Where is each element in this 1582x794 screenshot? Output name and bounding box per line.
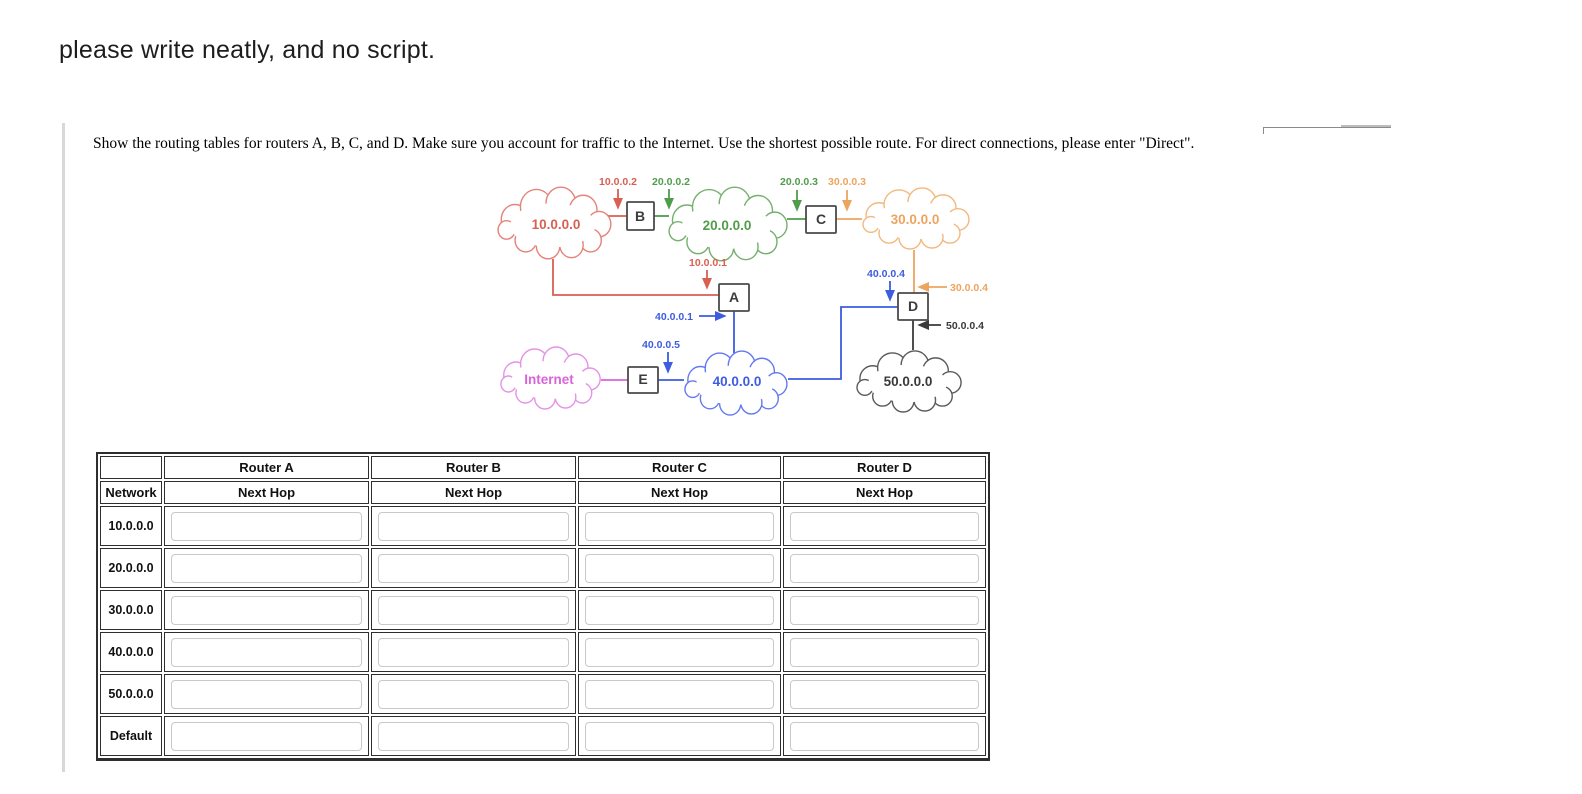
network-diagram: 10.0.0.0 20.0.0.0 30.0.0.0 Internet 40.0… <box>497 176 988 416</box>
header-next-hop-b: Next Hop <box>371 481 576 504</box>
table-row-default: Default <box>100 716 986 756</box>
header-router-a: Router A <box>164 456 369 479</box>
header-network: Network <box>100 481 162 504</box>
router-label-d: D <box>908 298 918 314</box>
header-next-hop-a: Next Hop <box>164 481 369 504</box>
next-hop-input-b-30-0-0-0[interactable] <box>378 595 569 625</box>
next-hop-input-b-50-0-0-0[interactable] <box>378 679 569 709</box>
next-hop-input-c-default[interactable] <box>585 721 774 751</box>
header-router-c: Router C <box>578 456 781 479</box>
cloud-label-50: 50.0.0.0 <box>884 374 933 389</box>
next-hop-input-c-20-0-0-0[interactable] <box>585 553 774 583</box>
table-row-20-0-0-0: 20.0.0.0 <box>100 548 986 588</box>
link-cloud40-routerD <box>788 306 898 380</box>
router-box-d <box>897 292 929 321</box>
router-label-a: A <box>729 289 739 305</box>
next-hop-input-c-30-0-0-0[interactable] <box>585 595 774 625</box>
next-hop-input-a-default[interactable] <box>171 721 362 751</box>
if-label-40-0-0-5: 40.0.0.5 <box>642 339 680 351</box>
next-hop-input-a-10-0-0-0[interactable] <box>171 511 362 541</box>
truncated-field-line <box>1341 125 1391 127</box>
next-hop-input-c-50-0-0-0[interactable] <box>585 679 774 709</box>
table-row-10-0-0-0: 10.0.0.0 <box>100 506 986 546</box>
link-cloud10-routerA <box>552 259 719 296</box>
network-label: 50.0.0.0 <box>100 674 162 714</box>
cloud-label-10: 10.0.0.0 <box>532 217 581 232</box>
router-box-c <box>805 205 837 234</box>
truncated-field-artifact <box>1263 127 1391 134</box>
corner-cell <box>100 456 162 479</box>
next-hop-input-a-40-0-0-0[interactable] <box>171 637 362 667</box>
cloud-label-20: 20.0.0.0 <box>703 218 752 233</box>
if-label-40-0-0-4: 40.0.0.4 <box>867 268 905 280</box>
content-left-border <box>62 123 65 772</box>
router-label-e: E <box>638 371 647 387</box>
next-hop-input-b-40-0-0-0[interactable] <box>378 637 569 667</box>
cloud-label-internet: Internet <box>524 372 574 387</box>
question-instructions: Show the routing tables for routers A, B… <box>93 135 1195 152</box>
next-hop-input-b-20-0-0-0[interactable] <box>378 553 569 583</box>
next-hop-input-c-40-0-0-0[interactable] <box>585 637 774 667</box>
network-label: 10.0.0.0 <box>100 506 162 546</box>
if-label-30-0-0-4: 30.0.0.4 <box>950 282 988 294</box>
next-hop-input-d-default[interactable] <box>790 721 979 751</box>
network-label: 20.0.0.0 <box>100 548 162 588</box>
router-label-b: B <box>635 208 645 224</box>
if-label-10-0-0-1: 10.0.0.1 <box>689 257 727 269</box>
next-hop-input-d-20-0-0-0[interactable] <box>790 553 979 583</box>
header-next-hop-d: Next Hop <box>783 481 986 504</box>
cloud-label-40: 40.0.0.0 <box>713 374 762 389</box>
if-label-40-0-0-1: 40.0.0.1 <box>655 311 693 323</box>
router-box-a <box>718 283 750 312</box>
next-hop-input-b-default[interactable] <box>378 721 569 751</box>
next-hop-input-a-50-0-0-0[interactable] <box>171 679 362 709</box>
header-router-d: Router D <box>783 456 986 479</box>
table-row-30-0-0-0: 30.0.0.0 <box>100 590 986 630</box>
next-hop-input-d-50-0-0-0[interactable] <box>790 679 979 709</box>
next-hop-input-c-10-0-0-0[interactable] <box>585 511 774 541</box>
cloud-label-30: 30.0.0.0 <box>891 212 940 227</box>
if-label-10-0-0-2: 10.0.0.2 <box>599 176 637 188</box>
if-label-50-0-0-4: 50.0.0.4 <box>946 320 984 332</box>
network-label: 40.0.0.0 <box>100 632 162 672</box>
router-box-e <box>627 366 659 394</box>
next-hop-input-d-30-0-0-0[interactable] <box>790 595 979 625</box>
header-next-hop-c: Next Hop <box>578 481 781 504</box>
network-label: 30.0.0.0 <box>100 590 162 630</box>
next-hop-input-d-10-0-0-0[interactable] <box>790 511 979 541</box>
header-router-b: Router B <box>371 456 576 479</box>
if-label-20-0-0-2: 20.0.0.2 <box>652 176 690 188</box>
router-box-b <box>626 201 655 231</box>
next-hop-input-d-40-0-0-0[interactable] <box>790 637 979 667</box>
router-label-c: C <box>816 211 826 227</box>
next-hop-input-b-10-0-0-0[interactable] <box>378 511 569 541</box>
table-row-50-0-0-0: 50.0.0.0 <box>100 674 986 714</box>
next-hop-input-a-20-0-0-0[interactable] <box>171 553 362 583</box>
if-label-20-0-0-3: 20.0.0.3 <box>780 176 818 188</box>
next-hop-input-a-30-0-0-0[interactable] <box>171 595 362 625</box>
routing-table: Router A Router B Router C Router D Netw… <box>96 452 990 761</box>
if-label-30-0-0-3: 30.0.0.3 <box>828 176 866 188</box>
table-row-40-0-0-0: 40.0.0.0 <box>100 632 986 672</box>
network-label: Default <box>100 716 162 756</box>
page-title: please write neatly, and no script. <box>59 36 436 64</box>
